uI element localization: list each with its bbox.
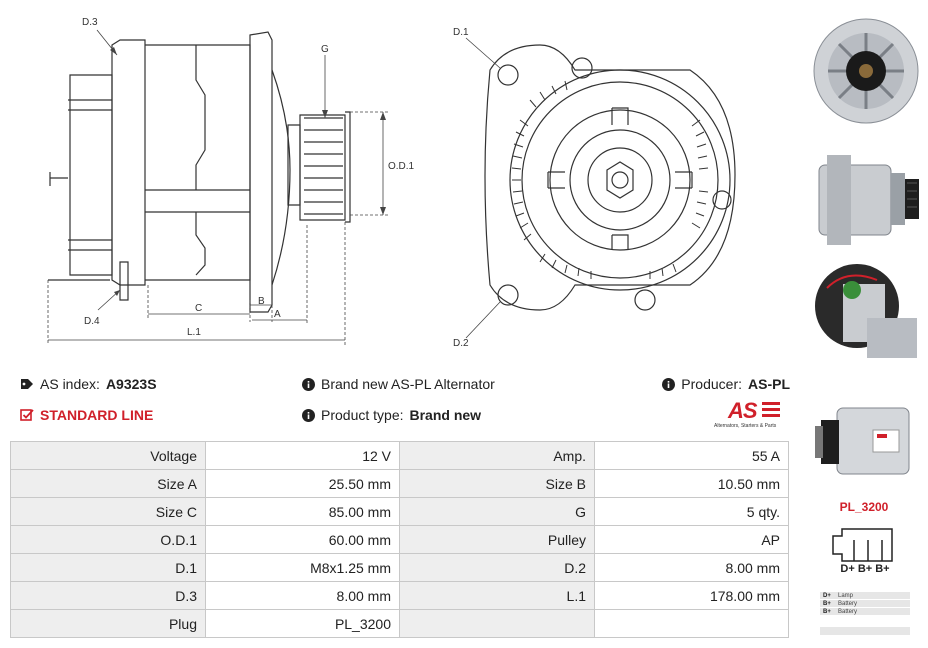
side-view-drawing: D.3 G O.D.1 D.4 C B A L.1 — [47, 17, 415, 345]
plug-code: PL_3200 — [839, 500, 889, 514]
legend-key: B+ — [823, 600, 831, 607]
spec-value: 8.00 mm — [205, 581, 400, 610]
spec-label: Size C — [10, 497, 206, 526]
logo-mark: AS — [728, 398, 758, 423]
checkbox-check-icon — [20, 409, 34, 421]
spec-label: Size A — [10, 469, 206, 498]
legend-value: Battery — [838, 608, 858, 615]
product-photo-front[interactable] — [807, 5, 925, 137]
label-g: G — [321, 44, 329, 55]
spec-value: 8.00 mm — [594, 553, 789, 582]
spec-label: L.1 — [399, 581, 595, 610]
spec-label: D.1 — [10, 553, 206, 582]
spec-value: 85.00 mm — [205, 497, 400, 526]
spec-value: 12 V — [205, 441, 400, 470]
label-d3: D.3 — [82, 17, 98, 28]
logo-stripes — [762, 402, 780, 405]
product-type-label: Product type: — [321, 407, 404, 423]
label-a: A — [274, 309, 281, 320]
product-photo-angle[interactable] — [807, 390, 925, 488]
plug-legend-row: D+ Lamp — [820, 592, 910, 599]
spec-value: 178.00 mm — [594, 581, 789, 610]
as-index-value: A9323S — [105, 376, 157, 392]
label-d1: D.1 — [453, 27, 469, 38]
producer-value: AS-PL — [748, 376, 790, 392]
plug-pins: D+ B+ B+ — [840, 563, 890, 575]
as-index: AS index: A9323S — [20, 376, 157, 392]
producer-label: Producer: — [681, 376, 742, 392]
as-index-label: AS index: — [40, 376, 100, 392]
standard-line-label: STANDARD LINE — [40, 407, 154, 423]
spec-value: 5 qty. — [594, 497, 789, 526]
plug-legend-row: B+ Battery — [820, 608, 910, 615]
spec-value: PL_3200 — [205, 609, 400, 638]
standard-line: STANDARD LINE — [20, 407, 153, 423]
product-type-value: Brand new — [409, 407, 482, 423]
label-l1: L.1 — [187, 327, 201, 338]
as-logo: AS Alternators, Starters & Parts — [712, 398, 792, 432]
spec-label: D.3 — [10, 581, 206, 610]
brand-text: Brand new AS-PL Alternator — [321, 376, 495, 392]
spec-label: Pulley — [399, 525, 595, 554]
spec-value: AP — [594, 525, 789, 554]
spec-label: Voltage — [10, 441, 206, 470]
label-d2: D.2 — [453, 338, 469, 349]
tag-icon — [21, 379, 33, 389]
spec-label — [399, 609, 595, 638]
spec-label: D.2 — [399, 553, 595, 582]
plug-diagram — [832, 528, 893, 562]
producer-info: Producer: AS-PL — [662, 376, 790, 392]
front-view-drawing: D.1 D.2 — [453, 27, 736, 349]
legend-value: Battery — [838, 600, 858, 607]
legend-key: D+ — [823, 592, 831, 599]
spec-label: Size B — [399, 469, 595, 498]
legend-key: B+ — [823, 608, 831, 615]
spec-value: 60.00 mm — [205, 525, 400, 554]
product-type: Product type: Brand new — [302, 407, 481, 423]
spec-label: G — [399, 497, 595, 526]
spec-value — [594, 609, 789, 638]
info-icon — [662, 377, 676, 391]
plug-legend: D+ Lamp B+ Battery B+ Battery — [820, 592, 910, 636]
label-d4: D.4 — [84, 316, 100, 327]
label-c: C — [195, 303, 202, 314]
plug-legend-row: B+ Battery — [820, 600, 910, 607]
spec-value: 55 A — [594, 441, 789, 470]
spec-label: Plug — [10, 609, 206, 638]
brand-info: Brand new AS-PL Alternator — [302, 376, 495, 392]
spec-label: O.D.1 — [10, 525, 206, 554]
legend-value: Lamp — [838, 592, 854, 599]
label-b: B — [258, 296, 265, 307]
spec-label: Amp. — [399, 441, 595, 470]
product-photo-rear[interactable] — [807, 258, 925, 376]
label-od1: O.D.1 — [388, 161, 415, 172]
product-photo-side[interactable] — [807, 143, 925, 253]
spec-value: 10.50 mm — [594, 469, 789, 498]
plug-legend-blank — [820, 627, 910, 635]
logo-tagline: Alternators, Starters & Parts — [714, 423, 777, 429]
spec-value: 25.50 mm — [205, 469, 400, 498]
spec-value: M8x1.25 mm — [205, 553, 400, 582]
info-icon — [302, 377, 315, 391]
info-icon — [302, 408, 315, 422]
